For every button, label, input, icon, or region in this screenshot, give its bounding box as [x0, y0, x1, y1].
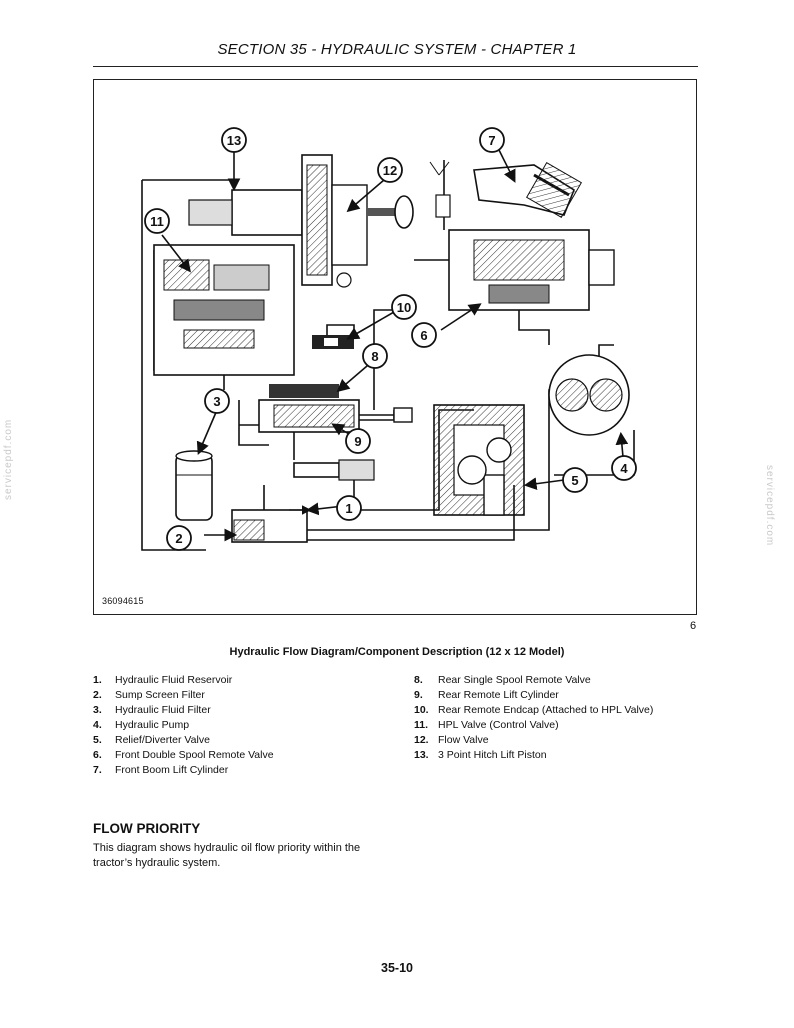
- callout-8: 8: [371, 349, 378, 364]
- list-item: 4.Hydraulic Pump: [93, 719, 190, 731]
- list-item: 9.Rear Remote Lift Cylinder: [414, 689, 559, 701]
- list-item: 7.Front Boom Lift Cylinder: [93, 764, 229, 776]
- flow-priority-heading: FLOW PRIORITY: [93, 821, 201, 836]
- callout-12: 12: [383, 163, 397, 178]
- callout-4: 4: [620, 461, 628, 476]
- callout-10: 10: [397, 300, 411, 315]
- callout-1: 1: [345, 501, 352, 516]
- list-item: 11.HPL Valve (Control Valve): [414, 719, 559, 731]
- list-item: 2.Sump Screen Filter: [93, 689, 205, 701]
- callout-11: 11: [150, 214, 164, 229]
- list-item: 8.Rear Single Spool Remote Valve: [414, 674, 591, 686]
- callout-6: 6: [420, 328, 427, 343]
- page-number: 35-10: [381, 961, 413, 975]
- section-header: SECTION 35 - HYDRAULIC SYSTEM - CHAPTER …: [217, 41, 577, 58]
- diagram-drawing: 1 2 3 4 5 6 7 8 9 10 11 12 13: [141, 127, 637, 551]
- list-item: 3.Hydraulic Fluid Filter: [93, 704, 211, 716]
- list-item: 12.Flow Valve: [414, 734, 489, 746]
- flow-priority-text: This diagram shows hydraulic oil flow pr…: [93, 842, 361, 869]
- component-list-left: 1.Hydraulic Fluid Reservoir 2.Sump Scree…: [93, 673, 274, 778]
- callout-9: 9: [354, 434, 361, 449]
- watermark-left: servicepdf.com: [3, 418, 14, 500]
- callout-3: 3: [213, 394, 220, 409]
- list-item: 10.Rear Remote Endcap (Attached to HPL V…: [414, 704, 654, 716]
- component-list-right: 8.Rear Single Spool Remote Valve 9.Rear …: [414, 673, 653, 763]
- header-rule: [93, 66, 698, 67]
- list-item: 13.3 Point Hitch Lift Piston: [414, 749, 547, 761]
- callout-13: 13: [227, 133, 241, 148]
- hydraulic-flow-diagram: 1 2 3 4 5 6 7 8 9 10 11 12 13 36094615: [93, 79, 697, 615]
- figure-caption: Hydraulic Flow Diagram/Component Descrip…: [229, 646, 565, 658]
- figure-number: 6: [690, 620, 697, 632]
- watermark-right: servicepdf.com: [764, 465, 775, 547]
- callout-7: 7: [488, 133, 495, 148]
- callout-2: 2: [175, 531, 182, 546]
- callout-5: 5: [571, 473, 578, 488]
- figure-code: 36094615: [102, 596, 144, 606]
- list-item: 6.Front Double Spool Remote Valve: [93, 749, 274, 761]
- list-item: 5.Relief/Diverter Valve: [93, 734, 210, 746]
- list-item: 1.Hydraulic Fluid Reservoir: [93, 674, 233, 686]
